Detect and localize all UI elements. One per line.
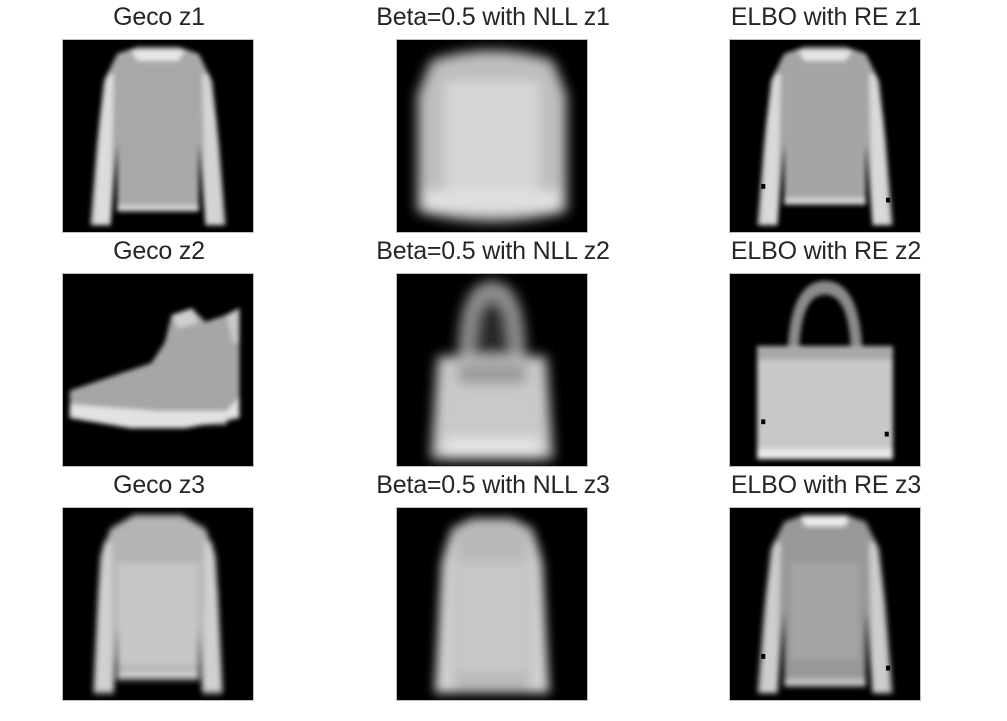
sweater-image bbox=[729, 507, 921, 701]
sweater-image bbox=[729, 39, 921, 233]
panel-title: Beta=0.5 with NLL z1 bbox=[376, 3, 610, 31]
bag-image bbox=[729, 273, 921, 467]
sweater-image bbox=[62, 507, 254, 701]
panel-title: Geco z2 bbox=[113, 237, 205, 265]
panel-title: ELBO with RE z2 bbox=[730, 237, 922, 265]
blurry-bag-image bbox=[396, 273, 588, 467]
ankle-boot-image bbox=[62, 273, 254, 467]
panel-title: ELBO with RE z1 bbox=[730, 3, 922, 31]
panel-title: Beta=0.5 with NLL z2 bbox=[376, 237, 610, 265]
panel-title: Geco z1 bbox=[113, 3, 205, 31]
panel-title: ELBO with RE z3 bbox=[730, 471, 922, 499]
blurry-sweater-image bbox=[396, 39, 588, 233]
sweater-image bbox=[62, 39, 254, 233]
panel-title: Geco z3 bbox=[113, 471, 205, 499]
blurry-sweater-image bbox=[396, 507, 588, 701]
panel-title: Beta=0.5 with NLL z3 bbox=[376, 471, 610, 499]
